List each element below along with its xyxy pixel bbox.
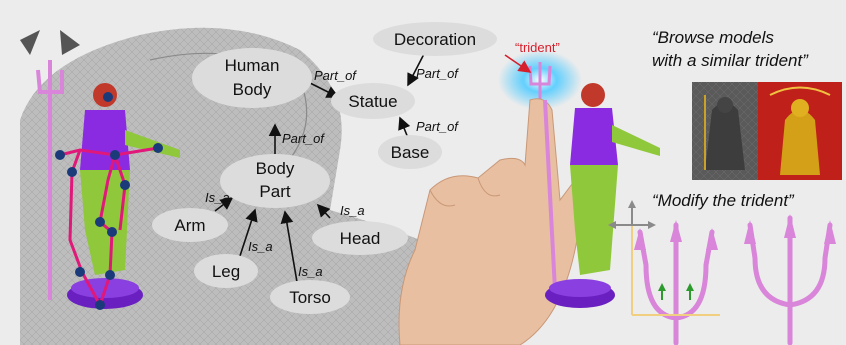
node-head: Head [312, 221, 408, 255]
svg-text:Is_a: Is_a [340, 203, 365, 218]
svg-text:Human: Human [225, 56, 280, 75]
node-base: Base [378, 135, 442, 169]
svg-text:Part: Part [259, 182, 290, 201]
hand-icon [399, 99, 586, 345]
svg-text:Statue: Statue [348, 92, 397, 111]
selection-tag: “trident” [515, 40, 560, 55]
node-leg: Leg [194, 254, 258, 288]
node-arm: Arm [152, 208, 228, 242]
svg-text:Part_of: Part_of [314, 68, 357, 83]
svg-text:Arm: Arm [174, 216, 205, 235]
svg-text:Body: Body [233, 80, 272, 99]
svg-text:Head: Head [340, 229, 381, 248]
retrieved-photos [692, 82, 842, 180]
svg-text:Decoration: Decoration [394, 30, 476, 49]
node-body-part: Body Part [220, 154, 330, 208]
svg-text:Is_a: Is_a [205, 190, 230, 205]
modify-caption: “Modify the trident” [652, 191, 795, 210]
node-torso: Torso [270, 280, 350, 314]
trident-variant-result [744, 214, 836, 343]
svg-text:Part_of: Part_of [416, 66, 459, 81]
svg-text:Torso: Torso [289, 288, 331, 307]
svg-text:Is_a: Is_a [248, 239, 273, 254]
node-decoration: Decoration [373, 22, 497, 56]
svg-text:Part_of: Part_of [282, 131, 325, 146]
trident-variant-edit [634, 220, 718, 343]
svg-text:Leg: Leg [212, 262, 240, 281]
node-statue: Statue [331, 83, 415, 119]
svg-text:Base: Base [391, 143, 430, 162]
browse-caption-line2: with a similar trident” [652, 51, 809, 70]
svg-text:Is_a: Is_a [298, 264, 323, 279]
svg-text:Part_of: Part_of [416, 119, 459, 134]
svg-text:Body: Body [256, 159, 295, 178]
browse-caption-line1: “Browse models [652, 28, 774, 47]
node-human-body: Human Body [192, 48, 312, 108]
